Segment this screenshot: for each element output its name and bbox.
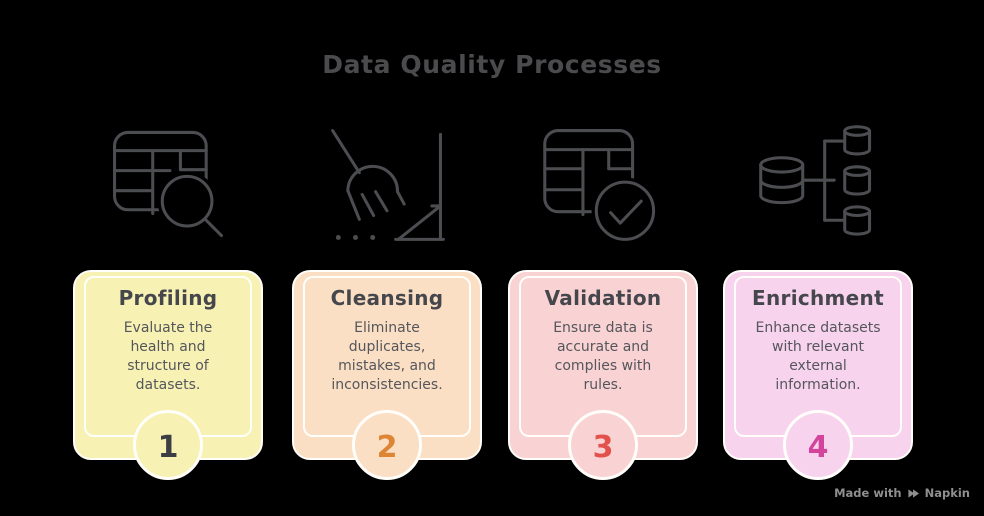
step-number: 4 xyxy=(807,429,829,465)
validation-icon-cell xyxy=(508,118,698,250)
step-number-badge: 3 xyxy=(568,410,638,480)
card-description: Ensure data is accurate and complies wit… xyxy=(553,320,653,393)
step-number-badge: 1 xyxy=(133,410,203,480)
made-with-napkin-badge[interactable]: Made with Napkin xyxy=(834,486,970,500)
card-title: Validation xyxy=(544,286,662,310)
watermark-brand: Napkin xyxy=(924,486,970,500)
enrichment-icon-cell xyxy=(723,118,913,250)
table-search-icon xyxy=(113,130,223,238)
database-branch-icon xyxy=(759,125,872,236)
card-profiling: Profiling Evaluate the health and struct… xyxy=(73,270,263,480)
card-validation: Validation Ensure data is accurate and c… xyxy=(508,270,698,480)
step-number: 2 xyxy=(376,429,398,465)
card-description: Evaluate the health and structure of dat… xyxy=(123,320,213,393)
card-enrichment: Enrichment Enhance datasets with relevan… xyxy=(723,270,913,480)
card-title: Profiling xyxy=(118,286,218,310)
step-number-badge: 4 xyxy=(783,410,853,480)
broom-sweep-icon xyxy=(331,129,445,241)
table-check-icon xyxy=(543,129,659,245)
napkin-logo-icon xyxy=(907,488,919,498)
watermark-prefix: Made with xyxy=(834,486,902,500)
card-description: Enhance datasets with relevant external … xyxy=(755,320,881,393)
cleansing-icon-cell xyxy=(292,118,482,250)
page-title: Data Quality Processes xyxy=(322,50,662,79)
card-title: Enrichment xyxy=(752,286,884,310)
card-cleansing: Cleansing Eliminate duplicates, mistakes… xyxy=(292,270,482,480)
step-number-badge: 2 xyxy=(352,410,422,480)
profiling-icon-cell xyxy=(73,118,263,250)
card-title: Cleansing xyxy=(330,286,444,310)
card-description: Eliminate duplicates, mistakes, and inco… xyxy=(331,320,443,393)
step-number: 1 xyxy=(157,429,179,465)
step-number: 3 xyxy=(592,429,614,465)
